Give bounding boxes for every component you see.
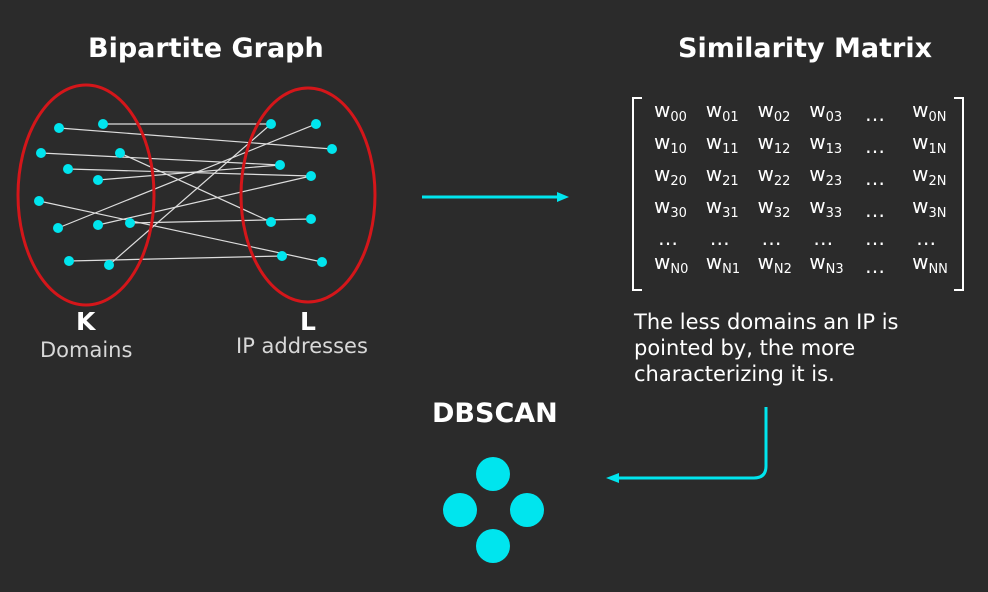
matrix-row: w10 w11 w12 w13 … w1N [654, 130, 964, 162]
matrix-cell: w32 [757, 194, 791, 221]
matrix-cell: w20 [654, 162, 687, 189]
domain-node [98, 119, 108, 129]
matrix-cell: … [813, 226, 834, 250]
ip-node [306, 214, 316, 224]
graph-edge [129, 218, 312, 224]
matrix-cell: w0N [912, 98, 947, 125]
domain-node [34, 196, 44, 206]
matrix-cell: w21 [705, 162, 739, 189]
matrix-left-bracket [632, 97, 642, 291]
arrow-to-dbscan-head [606, 473, 619, 483]
matrix-cell: … [865, 102, 885, 126]
k-set-letter: K [76, 307, 96, 336]
matrix-row: w00 w01 w02 w03 … w0N [654, 98, 964, 130]
matrix-cell: wN3 [809, 250, 844, 277]
domain-node [93, 220, 103, 230]
graph-edge [108, 123, 272, 266]
l-set-letter: L [300, 307, 316, 336]
matrix-cell: w30 [654, 194, 687, 221]
ip-node [327, 144, 337, 154]
matrix-cell: w2N [912, 162, 947, 189]
matrix-cell: … [865, 198, 885, 222]
matrix-cell: w02 [757, 98, 791, 125]
arrow-to-dbscan [618, 407, 768, 480]
cluster-point [476, 457, 510, 491]
matrix-cell: wN2 [757, 250, 792, 277]
graph-edge [40, 152, 281, 166]
matrix-cell: wNN [912, 250, 948, 277]
matrix-title: Similarity Matrix [678, 33, 933, 64]
matrix-cell: … [709, 226, 730, 250]
ip-node [311, 119, 321, 129]
matrix-cell: w1N [912, 130, 947, 157]
matrix-cell: w13 [809, 130, 843, 157]
matrix-cell: … [658, 226, 678, 250]
matrix-cell: w31 [705, 194, 739, 221]
matrix-cell: w00 [654, 98, 687, 125]
matrix-cell: … [865, 254, 885, 278]
matrix-cell: … [865, 226, 885, 250]
domain-node [64, 256, 74, 266]
graph-edges [38, 123, 333, 266]
matrix-cell: w03 [809, 98, 843, 125]
matrix-cell: … [865, 166, 885, 190]
graph-title: Bipartite Graph [88, 33, 324, 64]
ip-node [317, 257, 327, 267]
ip-node [306, 171, 316, 181]
matrix-cell: w23 [809, 162, 843, 189]
graph-edge [97, 175, 312, 226]
matrix-cell: w22 [757, 162, 791, 189]
matrix-cell: w3N [912, 194, 947, 221]
k-set-ellipse [16, 83, 156, 307]
matrix-cell: w12 [757, 130, 791, 157]
domain-node [54, 123, 64, 133]
matrix-row: w20 w21 w22 w23 … w2N [654, 162, 964, 194]
matrix-cell: w10 [654, 130, 687, 157]
matrix-row: w30 w31 w32 w33 … w3N [654, 194, 964, 226]
matrix-cell: w33 [809, 194, 843, 221]
cluster-point [476, 529, 510, 563]
domain-node [36, 148, 46, 158]
dbscan-title: DBSCAN [432, 398, 558, 429]
matrix-cell: … [865, 134, 885, 158]
l-set-ellipse [239, 86, 377, 304]
matrix-cell: wN0 [654, 250, 689, 277]
matrix-cell: … [761, 226, 782, 250]
k-set-description: Domains [40, 338, 133, 362]
matrix-row: … … … … … … [654, 226, 964, 250]
arrow-to-matrix-head [557, 192, 569, 202]
matrix-cell: wN1 [705, 250, 741, 277]
dbscan-cluster [443, 457, 544, 563]
domain-node [104, 260, 114, 270]
domain-node [125, 218, 135, 228]
matrix-cell: … [916, 226, 937, 250]
ip-node [266, 217, 276, 227]
graph-edge [58, 127, 333, 150]
domain-node [115, 148, 125, 158]
graph-edge [38, 200, 323, 263]
domain-node [63, 164, 73, 174]
matrix-cell: w01 [705, 98, 739, 125]
cluster-point [510, 493, 544, 527]
ip-node [266, 119, 276, 129]
ip-node [277, 251, 287, 261]
graph-edge [68, 255, 283, 262]
l-set-description: IP addresses [236, 334, 368, 358]
matrix-right-bracket [954, 97, 964, 291]
graph-edge [57, 123, 317, 229]
cluster-point [443, 493, 477, 527]
ip-node [275, 160, 285, 170]
matrix-cell: w11 [705, 130, 739, 157]
matrix-row: wN0 wN1 wN2 wN3 … wNN [654, 250, 964, 282]
graph-edge [119, 152, 272, 223]
graph-nodes [34, 119, 337, 270]
domain-node [93, 175, 103, 185]
matrix-note: The less domains an IP is pointed by, th… [634, 310, 899, 386]
graph-edge [97, 164, 281, 181]
domain-node [53, 223, 63, 233]
